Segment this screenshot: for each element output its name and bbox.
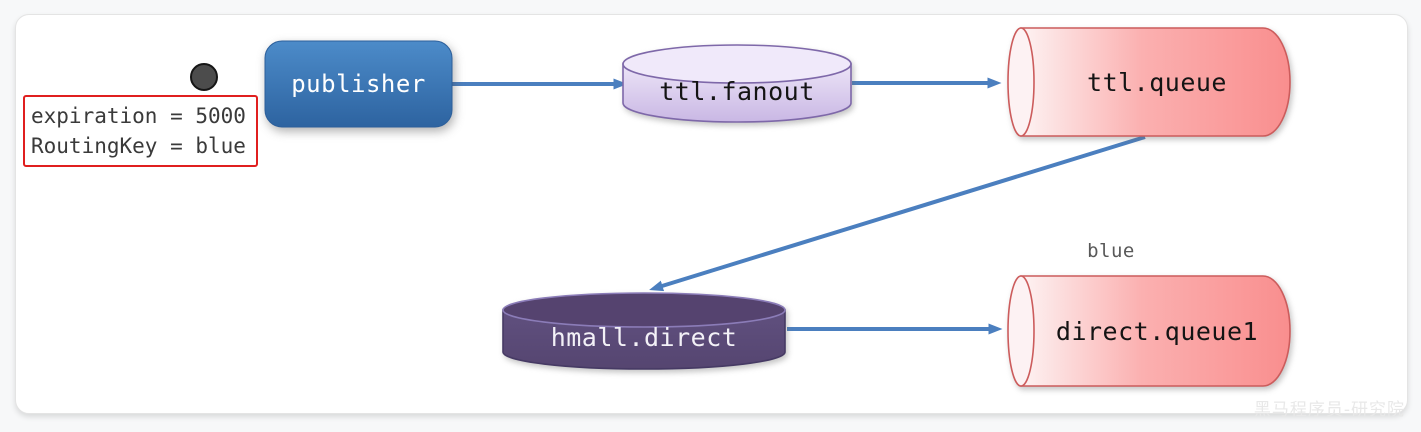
direct-queue-end (1007, 275, 1035, 387)
message-dot (190, 63, 218, 91)
ttl-queue-shape (1007, 27, 1291, 137)
ttl-queue-end (1007, 27, 1035, 137)
ttl-queue-body (1020, 27, 1291, 137)
publisher-box (264, 40, 453, 128)
watermark-text: 黑马程序员-研究院 (1253, 400, 1405, 420)
message-properties-box: expiration = 5000 RoutingKey = blue (23, 95, 258, 167)
direct-exchange-top (502, 292, 786, 328)
publisher-label: publisher (291, 70, 426, 98)
direct-queue-shape (1007, 275, 1291, 387)
direct-queue-body (1020, 275, 1291, 387)
direct-queue-label: direct.queue1 (1055, 316, 1259, 346)
fanout-exchange-shape (622, 44, 852, 123)
ttl-queue-label: ttl.queue (1087, 67, 1227, 97)
routing-key-binding-label: blue (1087, 240, 1135, 262)
arrow-ttl-queue-to-direct-exchange (649, 135, 1146, 292)
fanout-exchange-top (622, 44, 852, 84)
direct-exchange-shape (502, 292, 786, 370)
fanout-exchange-label: ttl.fanout (659, 76, 815, 106)
routing-key-text: RoutingKey = blue (31, 134, 246, 159)
expiration-text: expiration = 5000 (31, 103, 246, 128)
direct-exchange-label: hmall.direct (550, 322, 738, 352)
